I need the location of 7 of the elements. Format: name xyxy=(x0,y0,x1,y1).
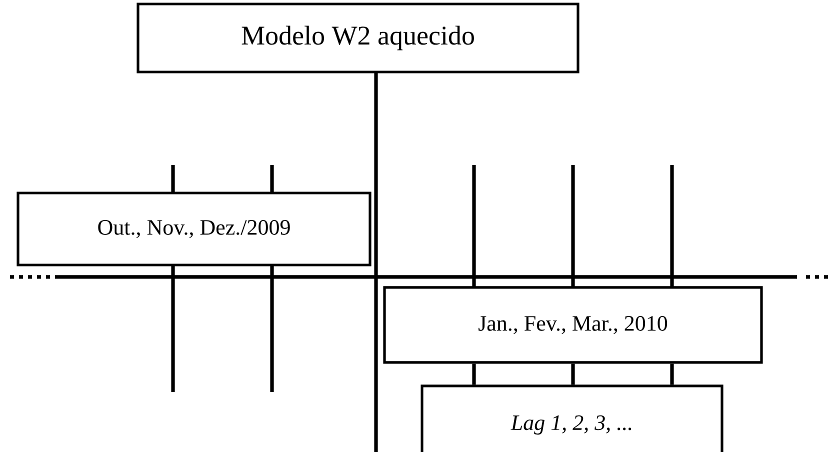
period-box: Out., Nov., Dez./2009 xyxy=(16,192,372,266)
lag-box: Lag 1, 2, 3, ... xyxy=(420,384,724,452)
connector-line xyxy=(472,364,476,385)
period-box: Jan., Fev., Mar., 2010 xyxy=(383,286,763,364)
connector-line xyxy=(670,364,674,385)
connector-line xyxy=(571,364,575,385)
title-box: Modelo W2 aquecido xyxy=(136,2,580,74)
